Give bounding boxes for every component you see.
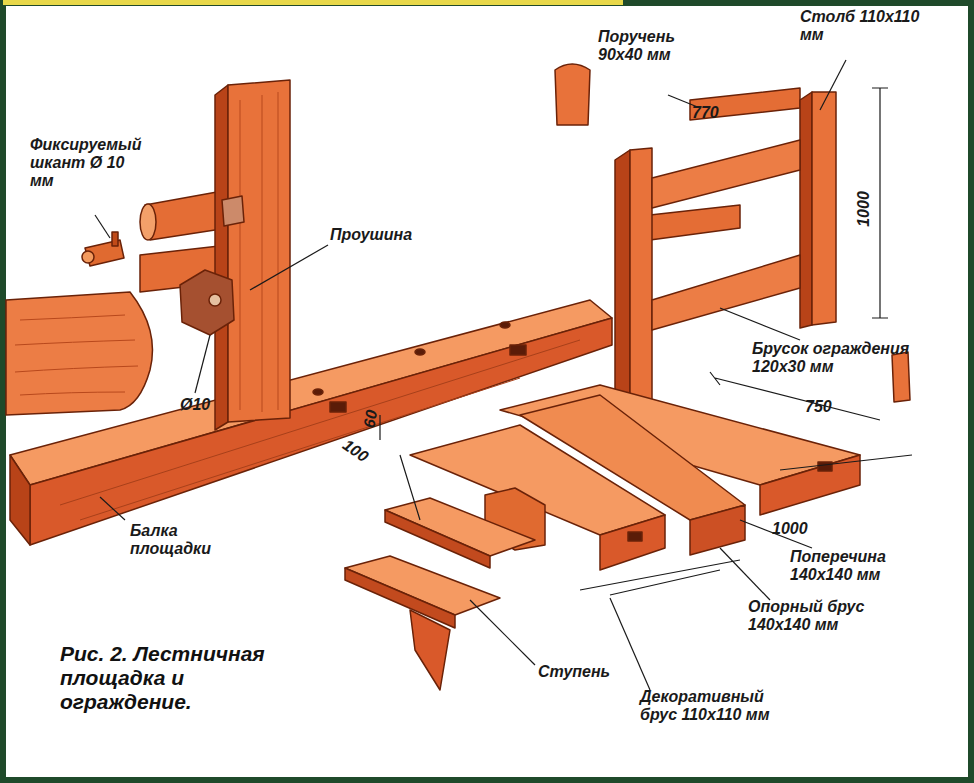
dimension-label: 750 bbox=[805, 398, 832, 416]
part-label: Поручень 90x40 мм bbox=[598, 28, 718, 64]
dimension-label: 1000 bbox=[772, 520, 808, 538]
dimension-label: 60 bbox=[360, 409, 381, 430]
part-label: Проушина bbox=[330, 226, 412, 244]
part-label: Столб 110x110 мм bbox=[800, 8, 920, 44]
part-label: Брусок ограждения 120x30 мм bbox=[752, 340, 912, 376]
dimension-label: Ø10 bbox=[180, 396, 210, 414]
dimension-label: 1000 bbox=[855, 191, 873, 227]
dimension-label: 100 bbox=[339, 436, 371, 466]
part-label: Балка площадки bbox=[130, 522, 230, 558]
dimension-label: 770 bbox=[692, 104, 719, 122]
part-label: Ступень bbox=[538, 663, 610, 681]
part-label: Опорный брус 140x140 мм bbox=[748, 598, 908, 634]
part-label: Фиксируемый шкант Ø 10 мм bbox=[30, 136, 148, 190]
part-label: Поперечина 140x140 мм bbox=[790, 548, 950, 584]
part-label: Декоративный брус 110x110 мм bbox=[640, 688, 800, 724]
figure-caption: Рис. 2. Лестничная площадка и ограждение… bbox=[60, 642, 310, 714]
